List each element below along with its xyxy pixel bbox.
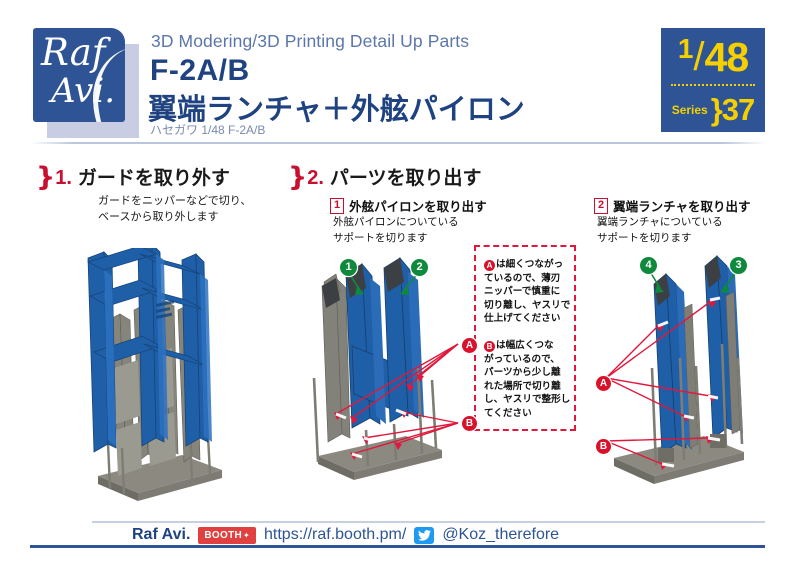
callout-green-1: 1 [340,259,357,276]
page-subtitle: ハセガワ 1/48 F-2A/B [150,123,266,137]
footer: Raf Avi. BOOTH ✦ https://raf.booth.pm/ @… [132,525,559,545]
scale-fraction: 1/48 [661,30,765,84]
logo-line2: Avi. [51,71,116,111]
step-2-title: パーツを取り出す [329,168,482,189]
substep-2-description: 翼端ランチャについている サポートを切ります [597,216,723,244]
step-2-number: 2. [307,167,324,189]
series-number: }37 [710,92,756,127]
scale-slash: / [693,34,704,79]
callout-green-3: 3 [730,257,747,274]
substep-2-number: 2 [594,197,609,214]
twitter-icon[interactable] [414,526,435,544]
wingtip-launcher-illustration [605,254,744,484]
footer-divider-bottom [30,545,765,548]
substep-1-number: 1 [330,197,345,214]
note-badge-b-icon: B [484,341,495,352]
booth-badge[interactable]: BOOTH ✦ [198,526,257,544]
callout-red-a-right: A [596,376,611,391]
tagline: 3D Modering/3D Printing Detail Up Parts [151,31,470,51]
wingtip-launcher-render: 4 3 A B [592,248,782,496]
guard-assembly-illustration [86,248,222,501]
footer-brand: Raf Avi. [132,526,191,543]
substep-1-heading: 1 外舷パイロンを取り出す [330,196,487,215]
callout-red-b: B [462,416,477,431]
outer-pylon-render: 1 2 A B [300,248,480,496]
scale-denominator: 48 [704,33,750,80]
step-1-number: 1. [55,167,72,189]
logo: Raf Avi. [33,28,125,122]
series-label: Series [671,103,708,117]
guard-assembly-render [60,248,270,510]
header-divider [30,142,766,144]
booth-star-icon: ✦ [243,530,251,540]
scale-badge: 1/48 Series }37 [661,28,765,132]
substep-2-heading: 2 翼端ランチャを取り出す [594,196,751,215]
step-2-brace: } [288,162,308,193]
footer-divider-top [92,521,765,523]
note-text-b: は幅広くつな がっているので、 パーツから少し離 れた場所で切り離 し、ヤスリで… [484,340,571,420]
note-badge-a-icon: A [484,260,495,271]
step-2-heading: }2.パーツを取り出す [288,162,482,193]
series-row: Series }37 [661,90,765,130]
scale-divider [671,84,755,86]
callout-green-2: 2 [411,259,428,276]
step-1-heading: }1.ガードを取り外す [36,162,230,193]
step-1-title: ガードを取り外す [77,168,230,189]
footer-url[interactable]: https://raf.booth.pm/ [264,526,407,543]
logo-line1: Raf [41,31,106,74]
scale-numerator: 1 [677,33,694,64]
footer-twitter-handle[interactable]: @Koz_therefore [442,526,560,543]
callout-red-a: A [462,338,477,353]
page-title-jp: 翼端ランチャ＋外舷パイロン [148,94,525,126]
substep-1-description: 外舷パイロンについている サポートを切ります [333,216,459,244]
page-title-en: F-2A/B [150,54,250,87]
callout-red-b-right: B [596,439,611,454]
substep-2-title: 翼端ランチャを取り出す [613,200,751,214]
booth-label: BOOTH [204,529,242,541]
step-1-description: ガードをニッパーなどで切り、 ベースから取り外します [98,195,252,223]
callout-green-4: 4 [640,257,657,274]
note-text-a: は細くつながっ ているので、薄刃 ニッパーで慎重に 切り離し、ヤスリで 仕上げて… [484,259,571,325]
substep-1-title: 外舷パイロンを取り出す [349,200,487,214]
outer-pylon-illustration [312,256,459,480]
step-1-brace: } [36,162,56,193]
